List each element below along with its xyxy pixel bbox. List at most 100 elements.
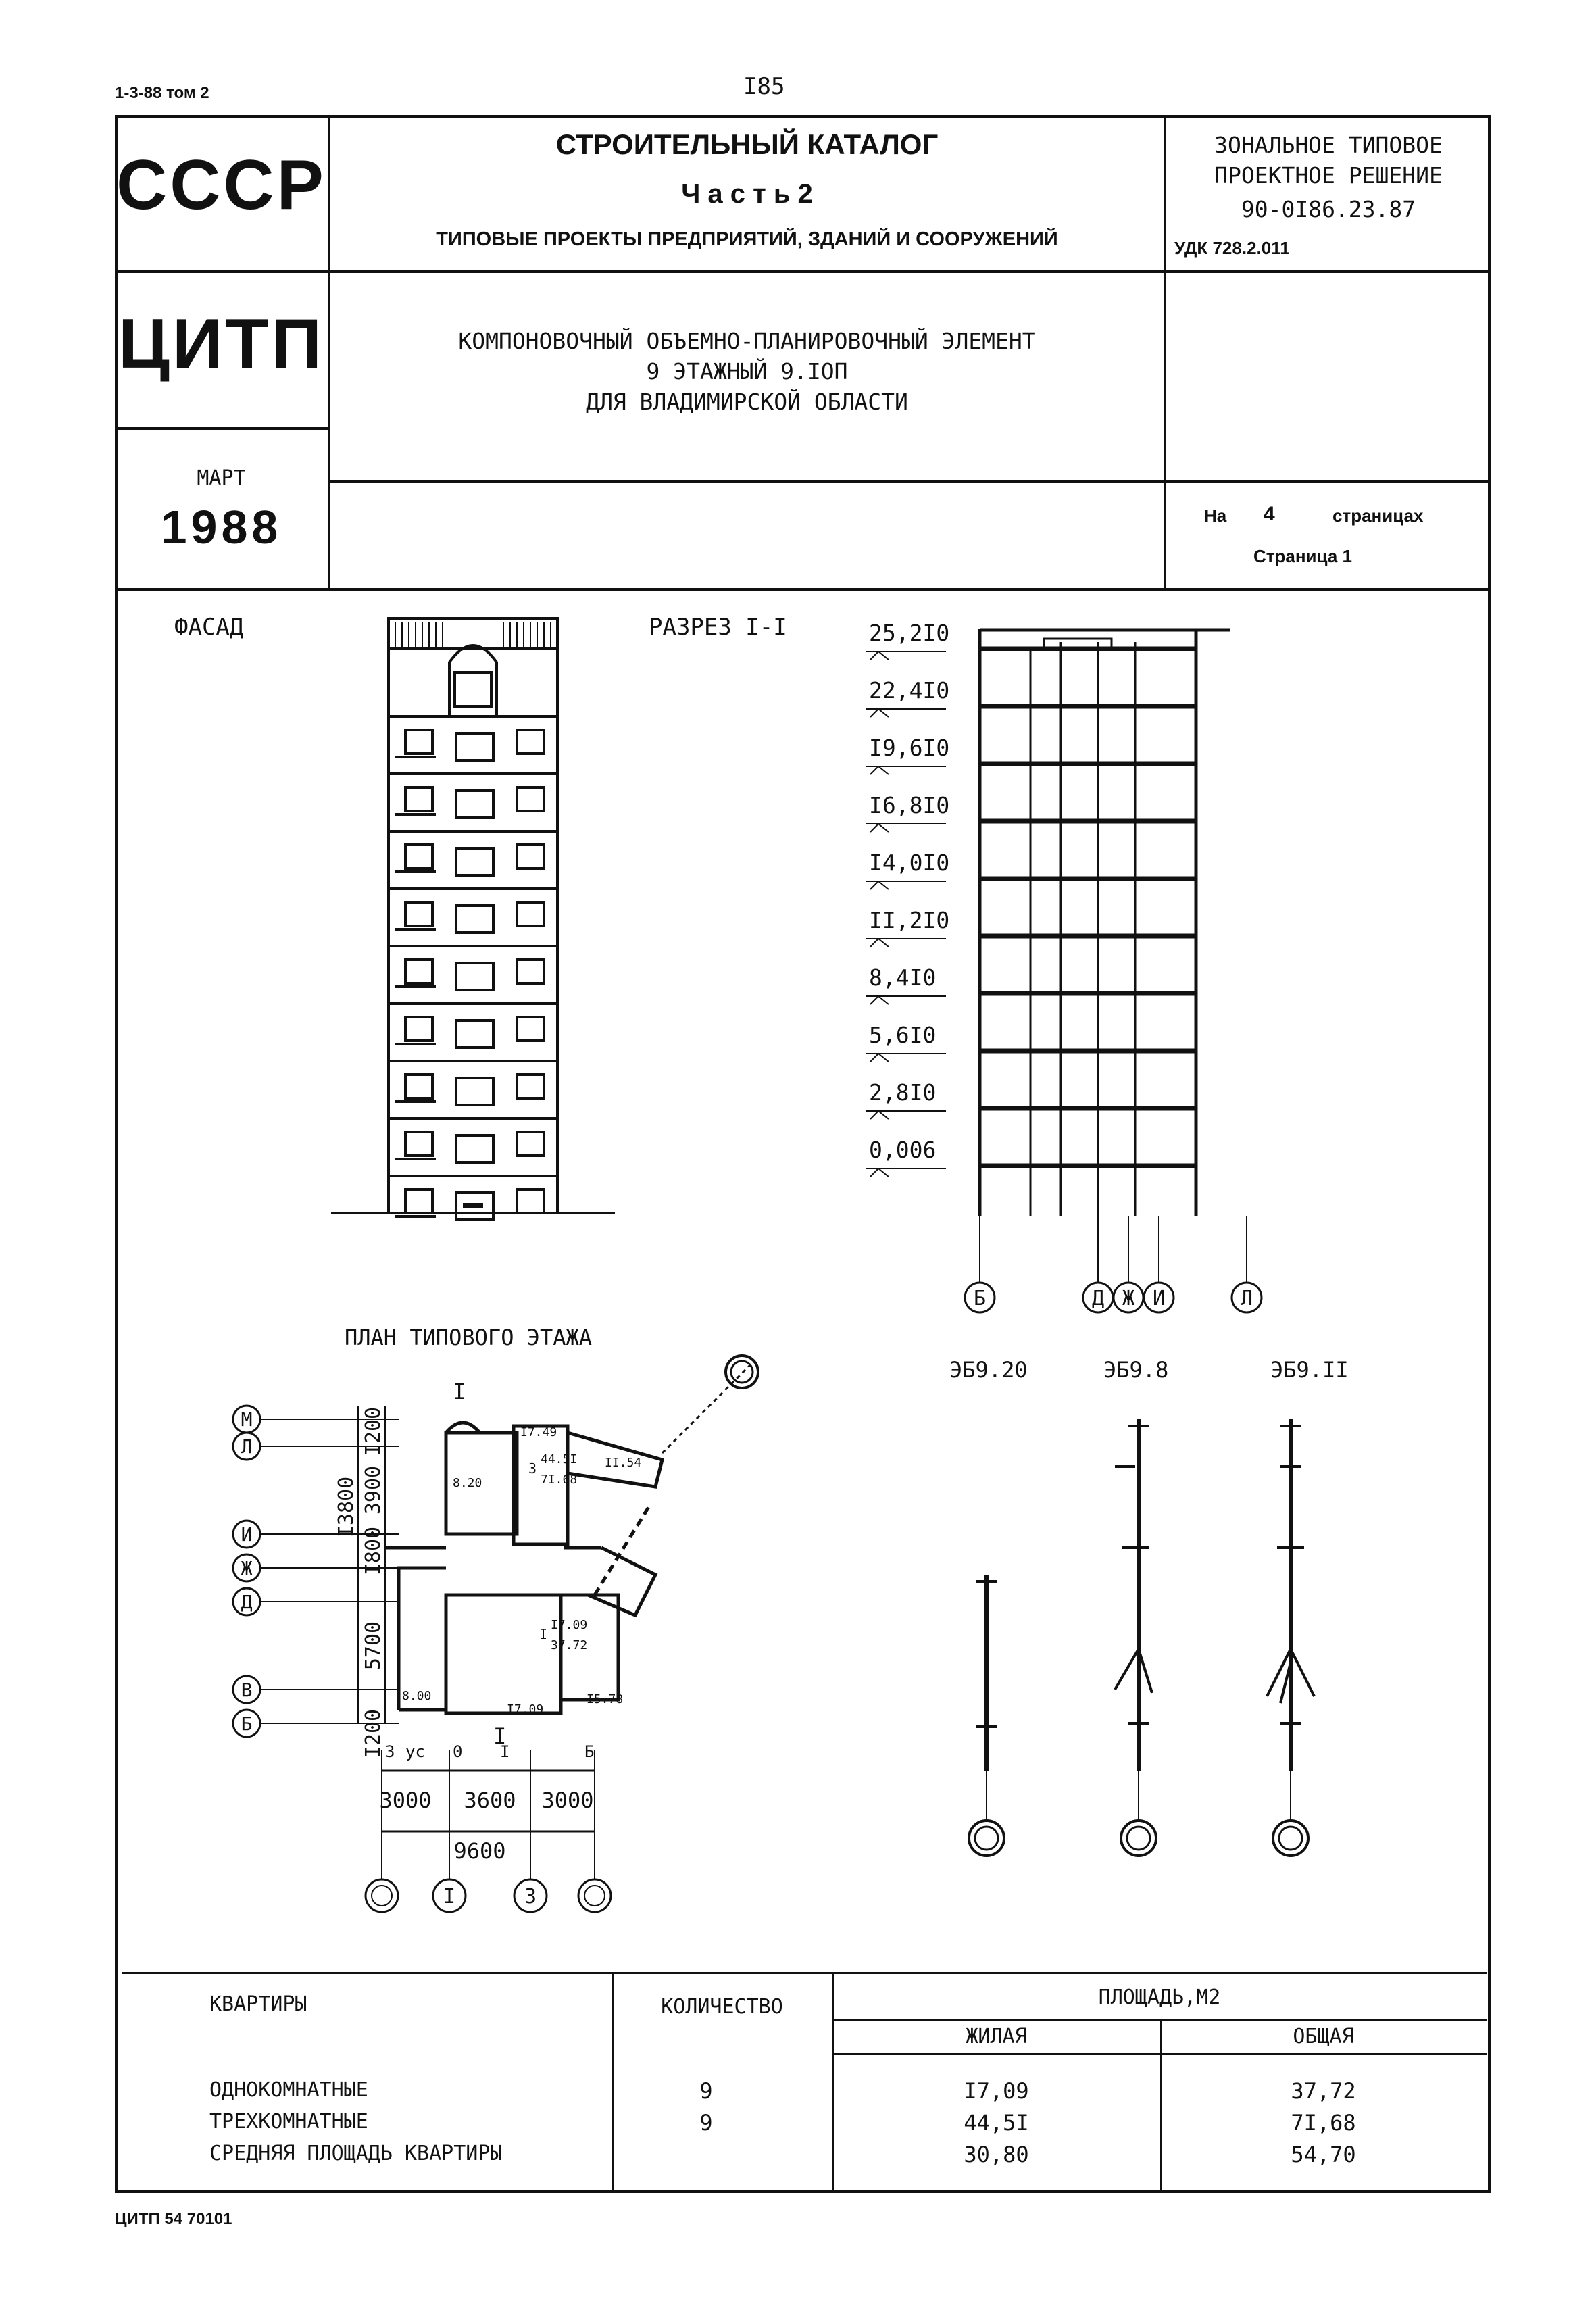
udk-label: УДК 728.2.011 [1174,238,1290,258]
table-col-quantity: КОЛИЧЕСТВО [661,1995,783,2019]
connector-label-3: ЭБ9.II [1270,1357,1349,1383]
row-living: I7,09 [964,2078,1029,2104]
axis-label: Б [974,1287,986,1310]
row-name: СРЕДНЯЯ ПЛОЩАДЬ КВАРТИРЫ [209,2142,503,2165]
month-label: МАРТ [197,466,246,490]
country-label: СССР [116,146,326,224]
dimension-label: I800 [361,1527,385,1575]
axis-label: 3 [524,1885,537,1909]
elevation-mark: 8,4I0 [869,964,936,991]
dimension-label: 3900 [361,1466,385,1515]
room-label: 8.00 [402,1689,431,1703]
plan-mark: I [500,1742,509,1761]
elevation-mark: 2,8I0 [869,1079,936,1106]
catalog-title: СТРОИТЕЛЬНЫЙ КАТАЛОГ [555,128,939,160]
room-label: I7.49 [520,1425,557,1439]
zonal-line1: ЗОНАЛЬНОЕ ТИПОВОЕ [1214,132,1443,158]
connector-label-1: ЭБ9.20 [949,1357,1028,1383]
room-label: I7.09 [551,1618,587,1632]
room-label: 44.5I [541,1452,577,1467]
dimension-label: I200 [361,1709,385,1758]
elevation-mark: 0,006 [869,1137,936,1163]
row-total: 54,70 [1291,2142,1356,2167]
axis-label: Ж [1122,1287,1134,1310]
elevation-mark: I4,0I0 [869,850,949,876]
axis-label: В [241,1679,253,1701]
row-living: 44,5I [964,2110,1029,2136]
plan-mark: 3 [385,1742,395,1761]
room-label: 8.20 [453,1476,482,1490]
connectors-drawing [968,1419,1316,1857]
elevation-mark: II,2I0 [869,907,949,933]
dimension-label: 3600 [464,1788,516,1813]
row-quantity: 9 [699,2110,713,2136]
apartment-number: I [539,1626,547,1642]
page-number: I85 [743,73,785,100]
axis-label: I [443,1885,455,1909]
cut-mark: I [453,1379,466,1404]
row-total: 37,72 [1291,2078,1356,2104]
axis-label: Л [241,1435,253,1458]
section-label: РАЗРЕЗ I-I [649,614,787,641]
elevation-mark: 5,6I0 [869,1022,936,1048]
document-frame [115,115,1491,2193]
series-label: 1-3-88 том 2 [115,84,209,102]
axis-label: И [1153,1287,1165,1310]
room-label: 37.72 [551,1638,587,1652]
year-label: 1988 [160,501,282,553]
room-label: 7I.68 [541,1473,577,1487]
element-line3: ДЛЯ ВЛАДИМИРСКОЙ ОБЛАСТИ [586,389,908,415]
org-label: ЦИТП [118,305,324,383]
row-living: 30,80 [964,2142,1029,2167]
axis-label: Д [241,1591,253,1613]
room-label: I5.78 [587,1692,623,1706]
axis-label: Д [1092,1287,1104,1310]
axis-label: Б [241,1713,253,1735]
table-col-total: ОБЩАЯ [1293,2025,1354,2048]
table-col-living: ЖИЛАЯ [966,2025,1027,2048]
elevation-mark: 25,2I0 [869,620,949,646]
dimension-total: I3800 [334,1477,358,1537]
row-quantity: 9 [699,2078,713,2104]
cut-mark: I [493,1723,506,1749]
plan-label: ПЛАН ТИПОВОГО ЭТАЖА [345,1325,593,1350]
row-total: 7I,68 [1291,2110,1356,2136]
elevation-mark: I6,8I0 [869,792,949,818]
room-label: II.54 [605,1456,641,1470]
dimension-label: 3000 [379,1788,431,1813]
dimension-label: I200 [361,1407,385,1456]
row-name: ТРЕХКОМНАТНЫЕ [209,2110,368,2134]
axis-label: М [241,1408,253,1431]
zonal-code: 90-0I86.23.87 [1241,196,1416,222]
element-line2: 9 ЭТАЖНЫЙ 9.IОП [646,358,848,385]
dimension-label: 3000 [541,1788,593,1813]
pages-count: 4 [1264,503,1275,525]
axis-label: Ж [241,1557,253,1579]
elevation-mark: 22,4I0 [869,677,949,704]
facade-drawing [331,617,615,1221]
catalog-subtitle: ТИПОВЫЕ ПРОЕКТЫ ПРЕДПРИЯТИЙ, ЗДАНИЙ И СО… [436,228,1058,250]
facade-label: ФАСАД [174,614,244,641]
page-label: Страница 1 [1253,546,1352,566]
table-col-area: ПЛОЩАДЬ,М2 [1098,1986,1221,2009]
element-line1: КОМПОНОВОЧНЫЙ ОБЪЕМНО-ПЛАНИРОВОЧНЫЙ ЭЛЕМ… [458,328,1036,354]
dimension-total: 9600 [453,1838,505,1864]
pages-suffix: страницах [1332,506,1424,526]
elevation-mark: I9,6I0 [869,735,949,761]
apartment-number: 3 [528,1460,537,1477]
plan-mark: Б [584,1742,594,1761]
table-col-apartments: КВАРТИРЫ [209,1992,307,2016]
room-label: I7.09 [507,1702,543,1717]
plan-mark: ус [405,1742,425,1761]
footer-code: ЦИТП 54 70101 [115,2210,232,2228]
axis-label: Л [1241,1287,1253,1310]
catalog-part: Ч а с т ь 2 [681,179,813,209]
pages-prefix: На [1204,506,1227,526]
plan-mark: 0 [453,1742,462,1761]
zonal-line2: ПРОЕКТНОЕ РЕШЕНИЕ [1214,162,1443,189]
axis-label: И [241,1523,253,1546]
connector-label-2: ЭБ9.8 [1103,1357,1169,1383]
dimension-label: 5700 [361,1621,385,1670]
